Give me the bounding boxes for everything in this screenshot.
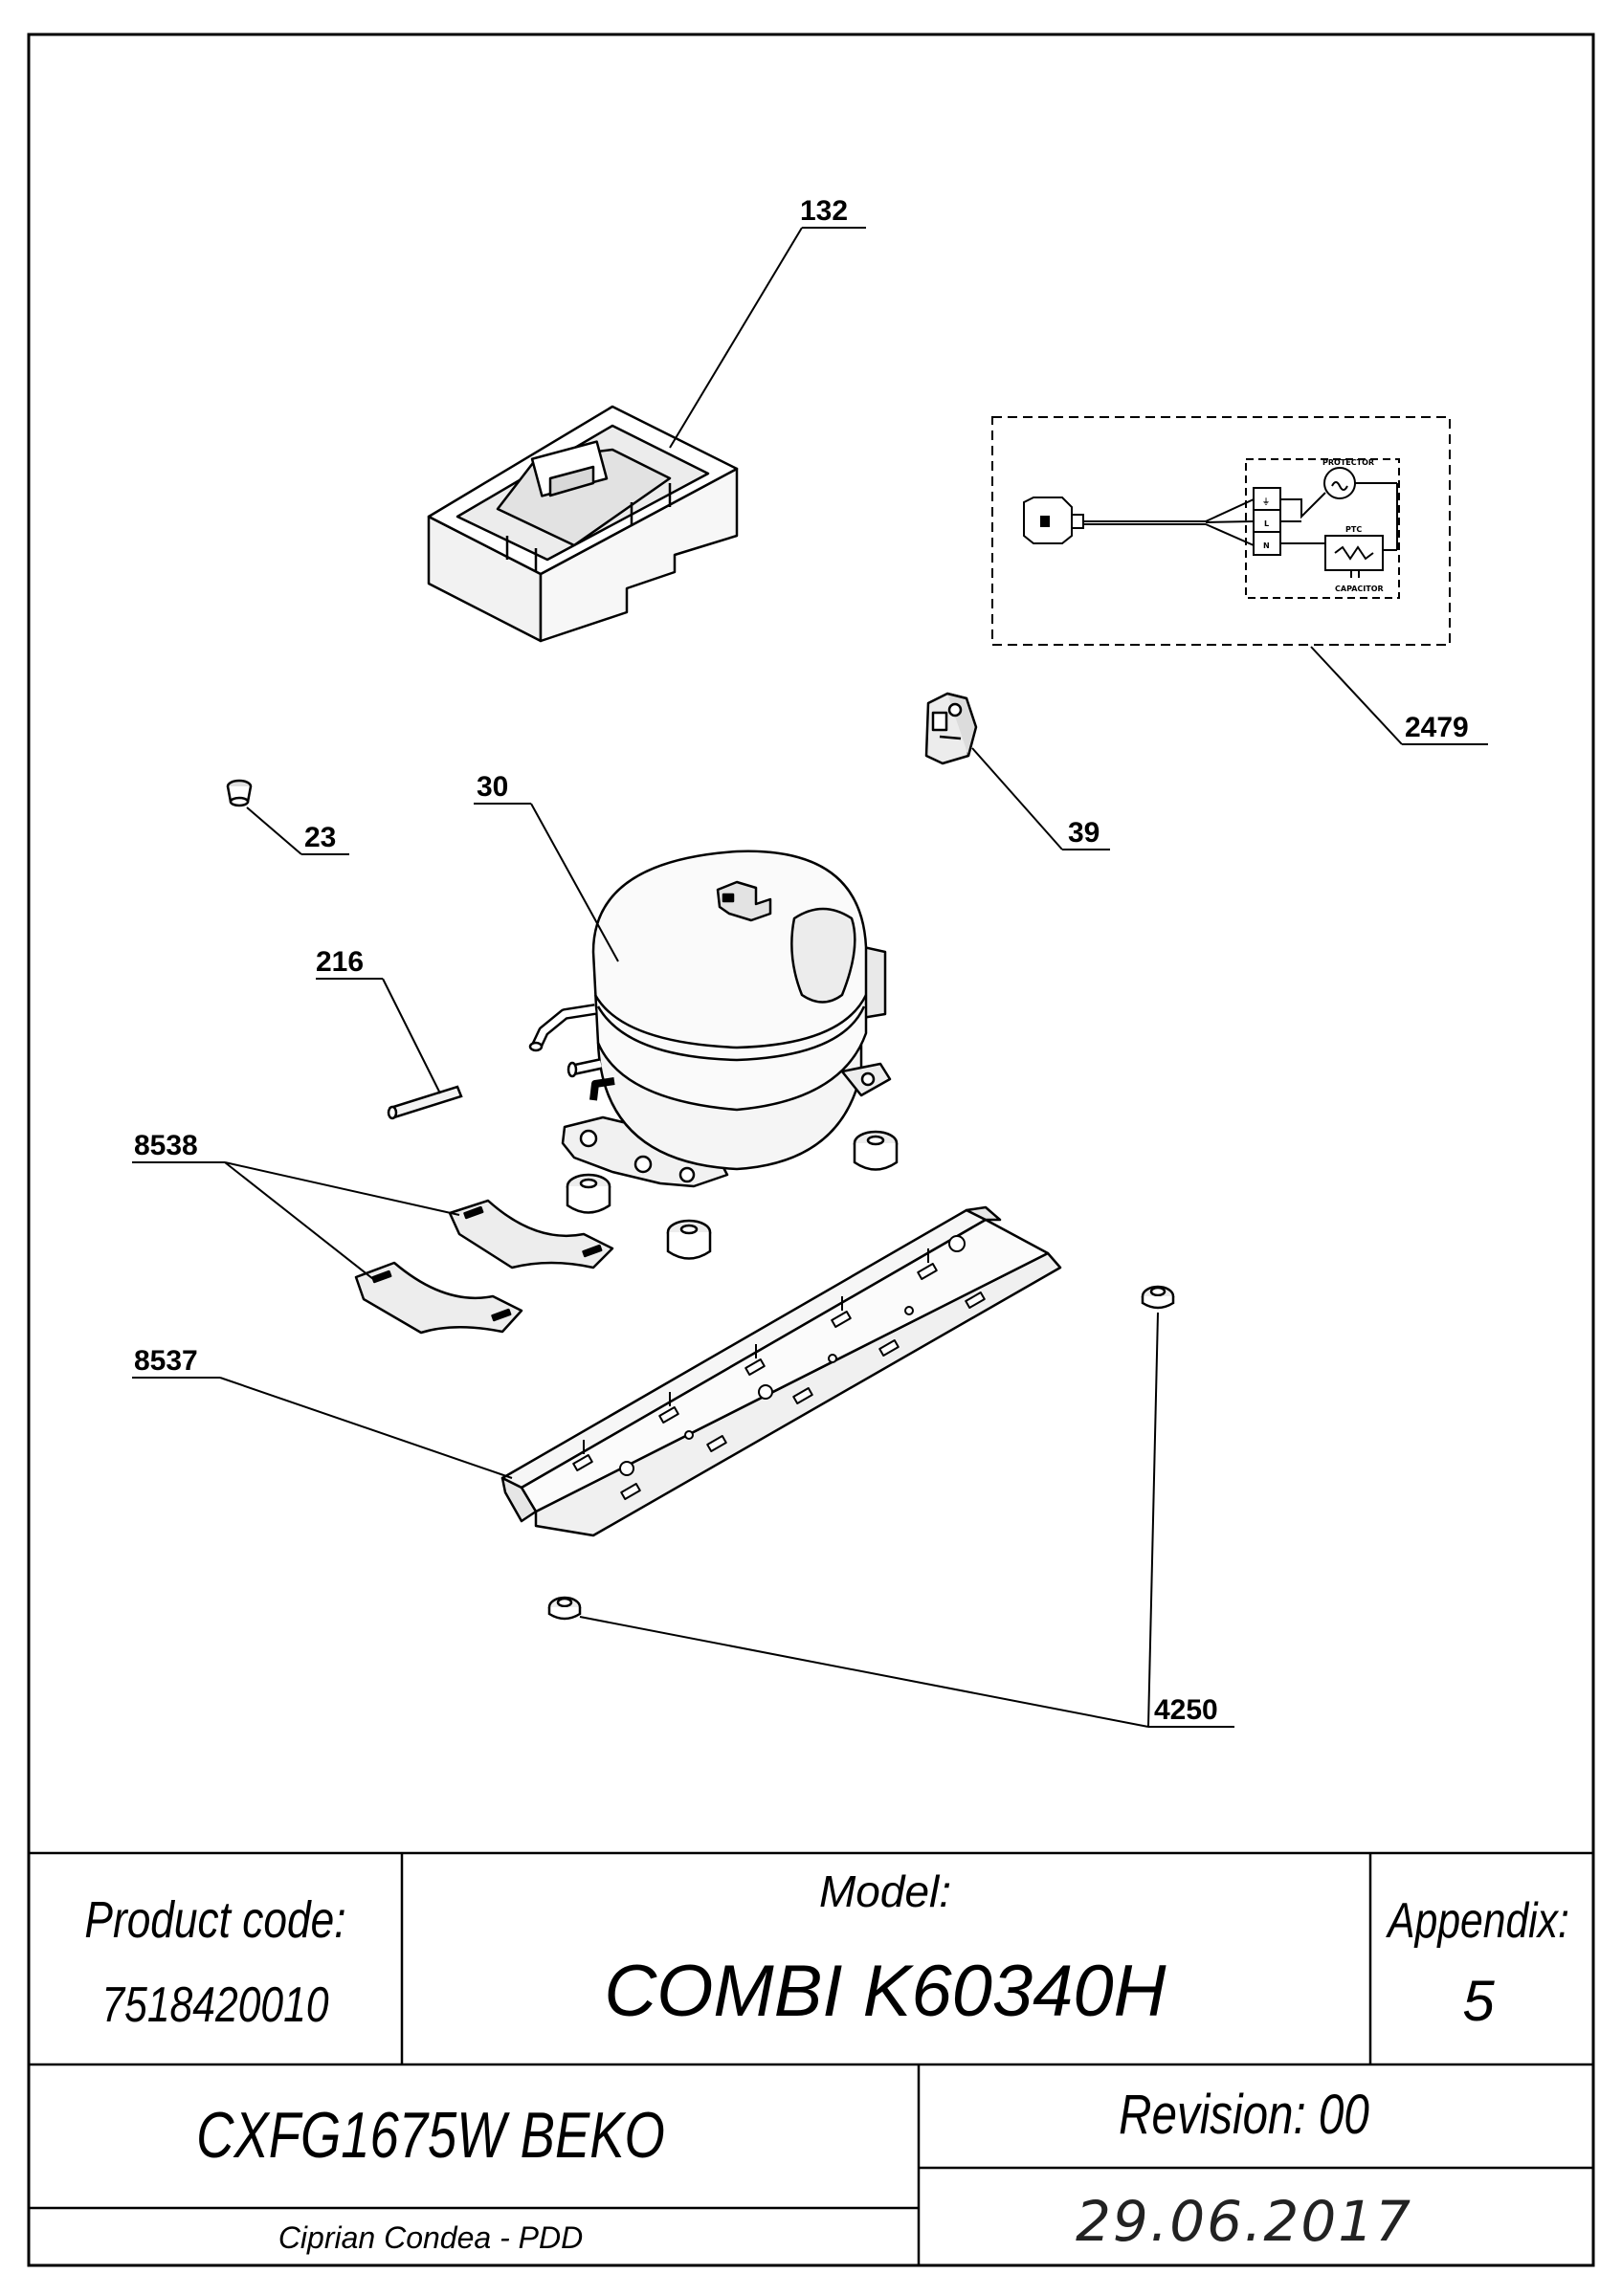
leader-8537 xyxy=(219,1377,513,1479)
callout-132: 132 xyxy=(800,195,848,227)
bracket-lower xyxy=(354,1261,523,1335)
date: 29.06.2017 xyxy=(1076,2189,1412,2254)
drawing-frame xyxy=(27,33,1595,2267)
model-label: Model: xyxy=(819,1866,951,1916)
product-code-value: 7518420010 xyxy=(101,1977,329,2033)
part-30-compressor xyxy=(528,850,892,1188)
leader-2479 xyxy=(1310,646,1403,745)
rubber-grommets xyxy=(566,1130,899,1260)
wiring-capacitor-label: CAPACITOR xyxy=(1335,585,1384,593)
washer-right xyxy=(1141,1285,1175,1310)
wiring-protector-label: PROTECTOR xyxy=(1322,458,1374,467)
wiring-dashed-frame xyxy=(991,416,1451,646)
grommet-a xyxy=(853,1130,899,1171)
leader-4250-a xyxy=(1147,1312,1159,1728)
callout-8537: 8537 xyxy=(134,1345,198,1377)
callout-39: 39 xyxy=(1068,817,1100,849)
part-8537-base-rail xyxy=(500,1205,1062,1537)
wiring-terminal-n: N xyxy=(1263,541,1270,550)
revision: Revision: 00 xyxy=(1119,2085,1369,2147)
part-8538-brackets xyxy=(354,1199,614,1335)
leader-216 xyxy=(382,978,441,1094)
appendix-label: Appendix: xyxy=(1385,1893,1568,1949)
part-39-relay xyxy=(924,692,978,765)
callout-216: 216 xyxy=(316,946,364,978)
bracket-upper xyxy=(448,1199,614,1269)
part-4250-washers xyxy=(547,1285,1175,1621)
title-block xyxy=(29,1851,1593,2265)
part-2479-power-cord xyxy=(1023,458,1400,599)
leader-23 xyxy=(246,806,302,855)
leader-8538-b xyxy=(224,1161,374,1280)
washer-left xyxy=(547,1596,582,1621)
callout-2479: 2479 xyxy=(1405,712,1469,743)
leader-39 xyxy=(971,747,1063,850)
grommet-c xyxy=(666,1219,712,1260)
wiring-inner-box xyxy=(1245,458,1400,599)
author: Ciprian Condea - PDD xyxy=(278,2220,583,2255)
part-216-pin xyxy=(387,1085,463,1120)
wiring-terminal-earth: ⏚ xyxy=(1262,497,1270,506)
leader-132 xyxy=(669,227,803,449)
appendix-value: 5 xyxy=(1462,1969,1495,2033)
leader-4250-b xyxy=(579,1616,1149,1728)
product-name: CXFG1675W BEKO xyxy=(196,2099,665,2172)
leader-8538-a xyxy=(224,1161,460,1216)
callout-4250: 4250 xyxy=(1154,1694,1218,1726)
wiring-ptc-label: PTC xyxy=(1345,525,1362,534)
leader-30 xyxy=(530,803,619,962)
part-132-box-cover xyxy=(427,405,739,643)
part-23-grommet xyxy=(226,779,253,807)
callout-23: 23 xyxy=(304,822,336,853)
model-value: COMBI K60340H xyxy=(604,1951,1166,2032)
callout-30: 30 xyxy=(477,771,508,803)
callout-8538: 8538 xyxy=(134,1130,198,1161)
wiring-terminal-l: L xyxy=(1264,519,1269,528)
grommet-b xyxy=(566,1173,611,1214)
product-code-label: Product code: xyxy=(84,1891,345,1949)
protector-icon xyxy=(1323,467,1356,499)
